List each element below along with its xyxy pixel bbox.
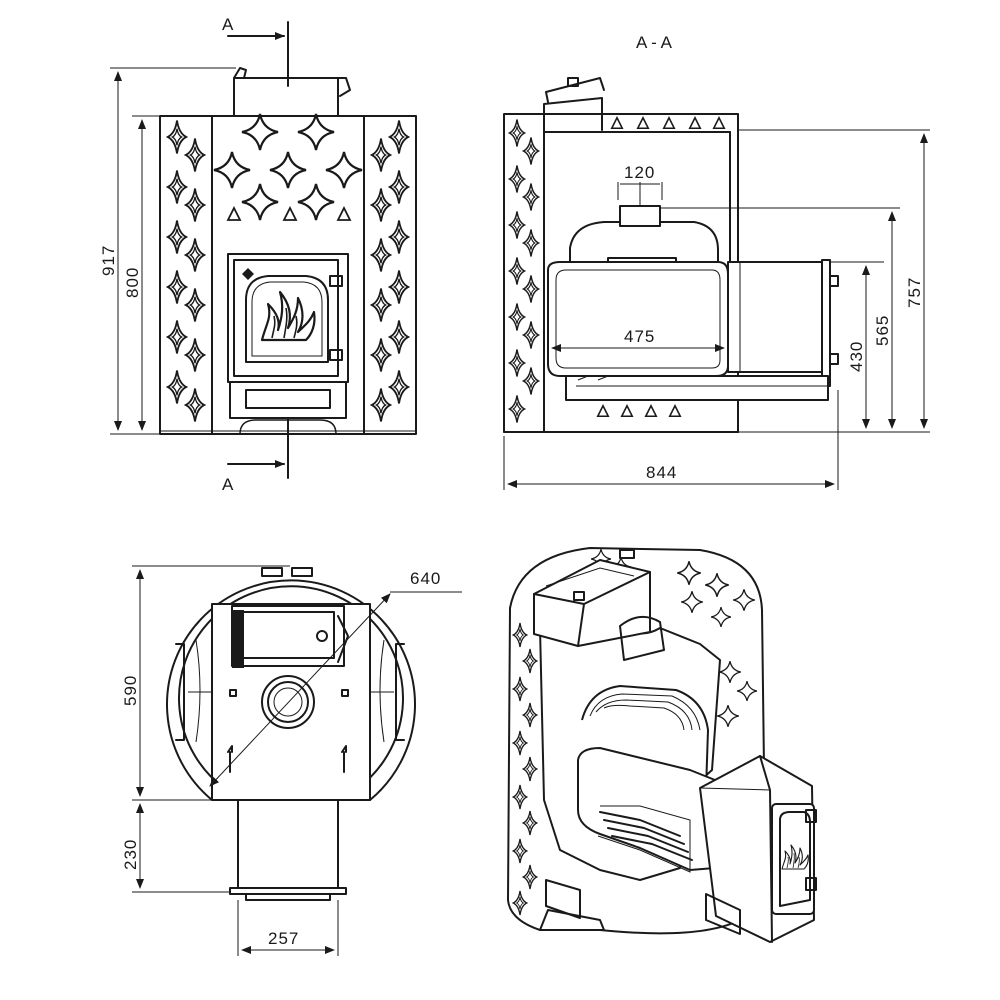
front-cap-handle-left xyxy=(233,67,247,79)
dim-front-body-height: 800 xyxy=(123,267,142,298)
dim-overall-depth: 844 xyxy=(646,463,677,482)
dim-tunnel-length: 230 xyxy=(121,839,140,870)
dim-tunnel-width: 257 xyxy=(268,929,299,948)
top-tunnel xyxy=(237,799,339,893)
section-title: A - A xyxy=(636,33,673,52)
front-door-glass xyxy=(245,275,329,363)
dim-diameter-leader xyxy=(209,593,391,787)
dim-flue-width: 120 xyxy=(624,163,655,182)
front-top-cap xyxy=(233,77,339,117)
isometric-cutaway xyxy=(507,547,817,943)
section-view: A - A xyxy=(503,33,930,490)
door-latch-icon xyxy=(242,268,254,280)
top-view: 640 590 230 257 xyxy=(121,565,462,956)
dim-height-565: 565 xyxy=(873,315,892,346)
front-view: A A 917 800 xyxy=(99,15,417,494)
section-flue xyxy=(619,205,661,227)
front-cap-handle-right xyxy=(337,77,351,97)
dim-diameter: 640 xyxy=(410,569,441,588)
section-mark-top: A xyxy=(222,15,234,34)
dim-firebox-depth: 475 xyxy=(624,327,655,346)
section-ashpan xyxy=(565,375,829,401)
dim-height-757: 757 xyxy=(905,277,924,308)
section-firebox xyxy=(547,261,729,377)
iso-grate xyxy=(599,811,693,861)
section-fire-tunnel xyxy=(727,261,827,373)
dim-top-body-depth: 590 xyxy=(121,675,140,706)
dim-front-overall-height: 917 xyxy=(99,245,118,276)
section-top-cap xyxy=(543,97,603,133)
dim-height-430: 430 xyxy=(847,341,866,372)
section-mark-bottom: A xyxy=(222,475,234,494)
section-heater-dome xyxy=(569,221,719,262)
